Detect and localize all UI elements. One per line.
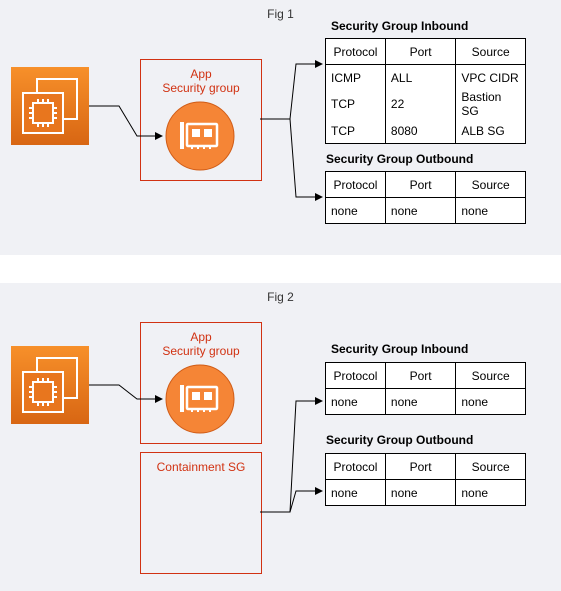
fig2-panel: Fig 2	[0, 283, 561, 591]
table-cell: ALB SG	[455, 118, 526, 144]
network-interface-icon	[165, 364, 235, 434]
fig1-inbound-table: Protocol Port Source ICMP ALL VPC CIDR T…	[325, 38, 526, 144]
fig2-inbound-title: Security Group Inbound	[331, 342, 469, 356]
column-header: Protocol	[325, 171, 386, 198]
table-cell: ICMP	[325, 64, 386, 90]
column-header: Protocol	[325, 38, 386, 65]
fig2-sg-title: App Security group	[141, 330, 261, 358]
column-header: Source	[455, 171, 526, 198]
column-header: Source	[455, 453, 526, 480]
column-header: Port	[384, 171, 457, 198]
table-cell: none	[455, 479, 526, 506]
network-interface-icon	[165, 101, 235, 171]
containment-sg-title: Containment SG	[156, 460, 246, 474]
column-header: Port	[384, 453, 457, 480]
column-header: Protocol	[325, 362, 386, 389]
column-header: Port	[384, 362, 457, 389]
fig2-outbound-title: Security Group Outbound	[326, 433, 474, 447]
fig2-outbound-table: Protocol Port Source none none none	[325, 453, 526, 506]
fig1-inbound-header-row: Protocol Port Source	[325, 38, 526, 65]
table-cell: none	[384, 388, 457, 415]
fig2-inbound-header-row: Protocol Port Source	[325, 362, 526, 389]
ec2-instances-icon	[11, 67, 89, 145]
table-cell: ALL	[384, 64, 457, 90]
column-header: Protocol	[325, 453, 386, 480]
table-cell: none	[384, 479, 457, 506]
fig2-sg-title-line1: App	[190, 330, 212, 344]
table-cell: none	[384, 197, 457, 224]
table-cell: 22	[384, 90, 457, 118]
table-cell: none	[325, 197, 386, 224]
table-row: ICMP ALL VPC CIDR	[325, 64, 526, 90]
fig1-sg-title-line2: Security group	[162, 81, 240, 95]
fig1-sg-title: App Security group	[141, 67, 261, 95]
fig2-label: Fig 2	[267, 290, 294, 304]
fig1-inbound-title: Security Group Inbound	[331, 19, 469, 33]
table-cell: none	[325, 388, 386, 415]
fig1-label: Fig 1	[267, 7, 294, 21]
table-row: none none none	[325, 479, 526, 506]
fig2-inbound-table: Protocol Port Source none none none	[325, 362, 526, 415]
fig2-outbound-header-row: Protocol Port Source	[325, 453, 526, 480]
ec2-instances-icon	[11, 346, 89, 424]
fig2-sg-title-line2: Security group	[162, 344, 240, 358]
table-cell: 8080	[384, 118, 457, 144]
table-cell: TCP	[325, 90, 386, 118]
table-cell: Bastion SG	[455, 90, 526, 118]
containment-security-group: Containment SG	[140, 452, 262, 574]
table-row: TCP 8080 ALB SG	[325, 118, 526, 144]
fig1-sg-title-line1: App	[190, 67, 212, 81]
table-cell: VPC CIDR	[455, 64, 526, 90]
table-cell: none	[455, 197, 526, 224]
fig1-outbound-header-row: Protocol Port Source	[325, 171, 526, 198]
table-cell: none	[325, 479, 386, 506]
fig1-outbound-title: Security Group Outbound	[326, 152, 474, 166]
column-header: Source	[455, 362, 526, 389]
table-row: none none none	[325, 197, 526, 224]
table-cell: TCP	[325, 118, 386, 144]
table-row: none none none	[325, 388, 526, 415]
fig1-outbound-table: Protocol Port Source none none none	[325, 171, 526, 224]
column-header: Source	[455, 38, 526, 65]
table-row: TCP 22 Bastion SG	[325, 90, 526, 118]
table-cell: none	[455, 388, 526, 415]
column-header: Port	[384, 38, 457, 65]
